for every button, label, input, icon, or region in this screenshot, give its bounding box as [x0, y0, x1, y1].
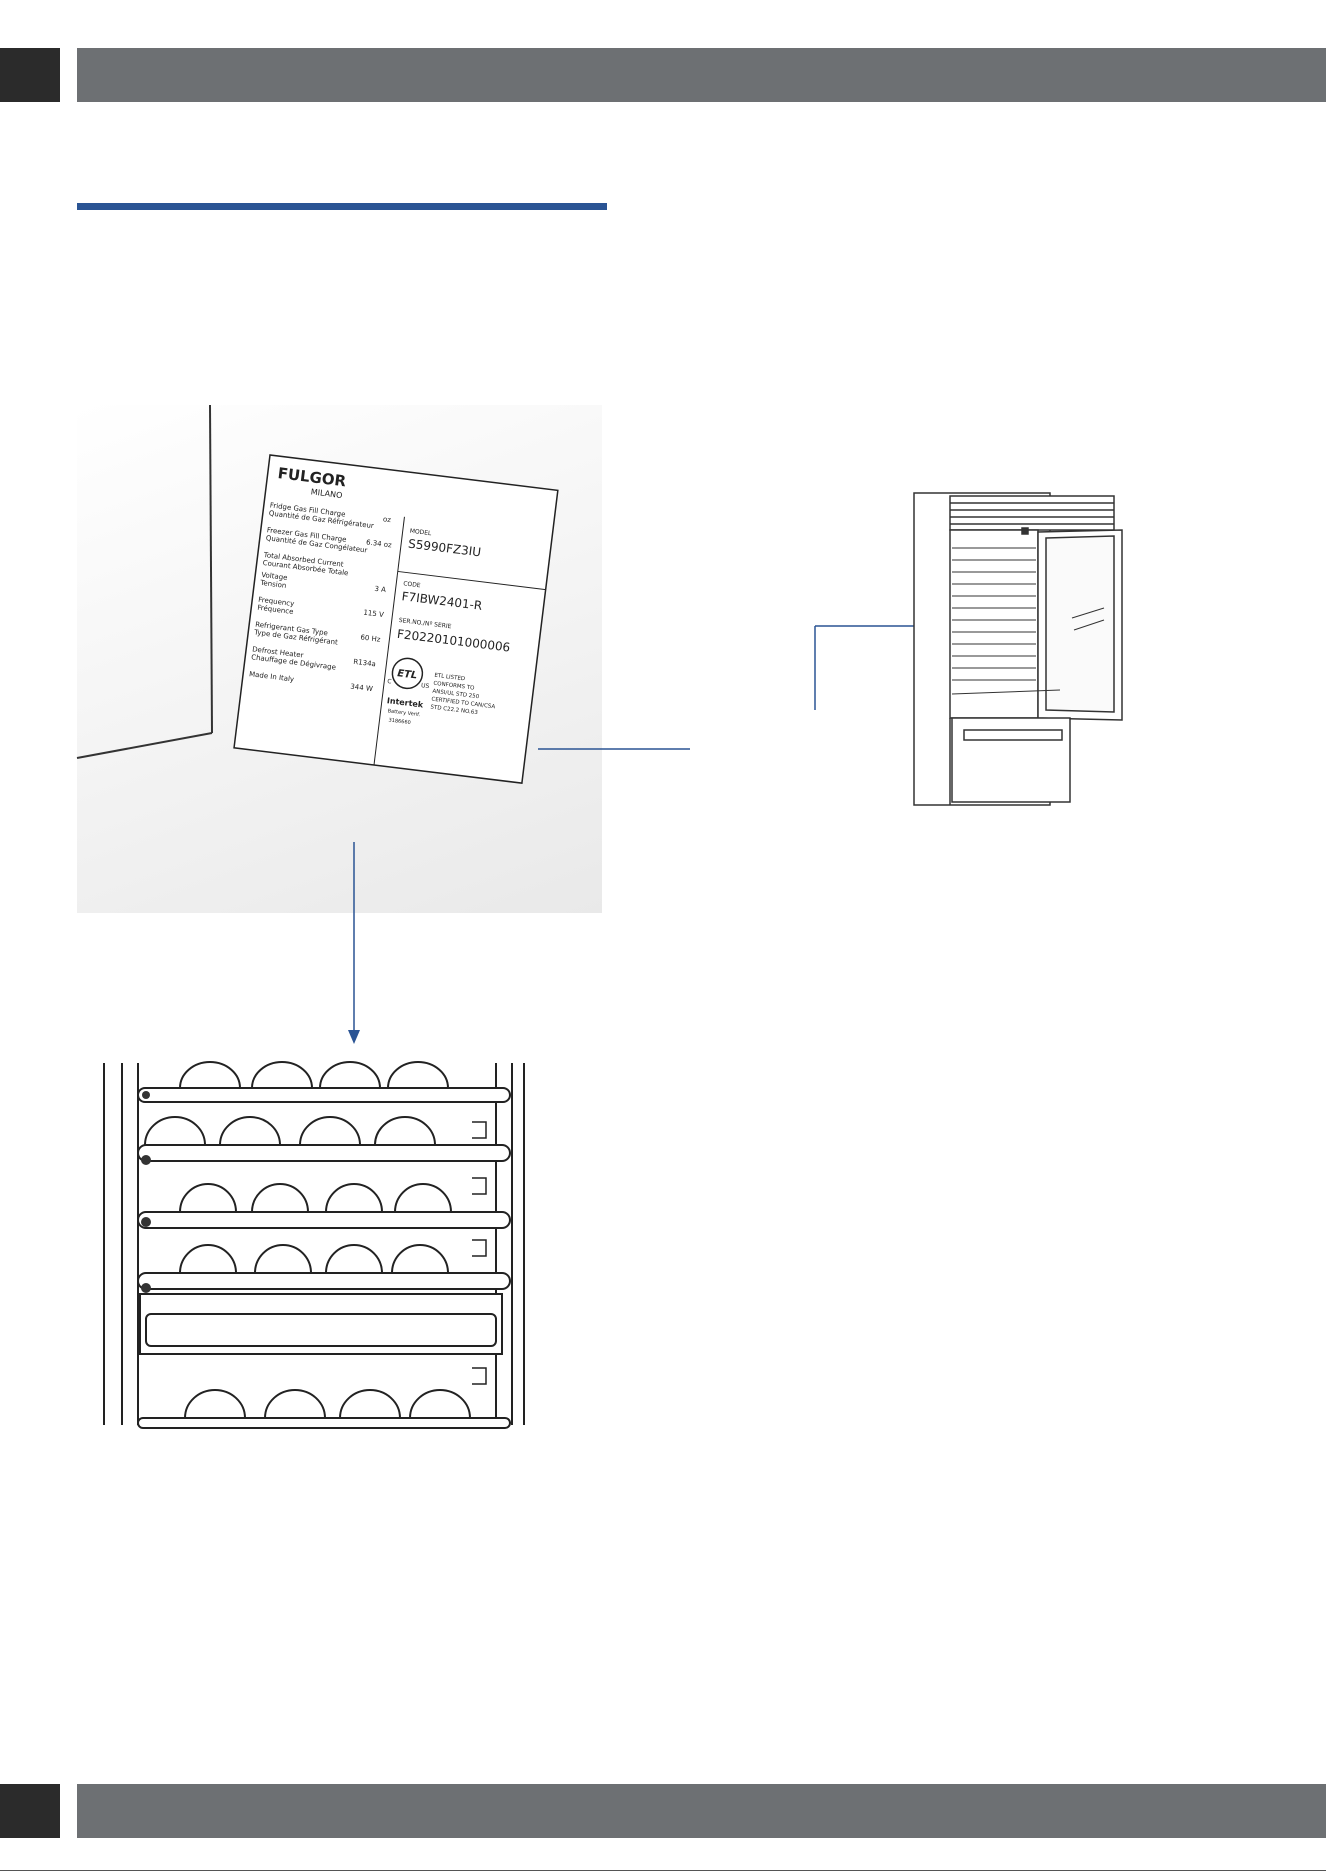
- footer-corner-block: [0, 1784, 60, 1838]
- label-row-en: Voltage: [261, 571, 288, 582]
- label-row-fr: Tension: [259, 579, 287, 590]
- rating-label: FULGOR MILANO Fridge Gas Fill Charge Qua…: [233, 454, 559, 784]
- header-corner-block: [0, 48, 60, 102]
- intertek-number: 3186660: [388, 717, 411, 726]
- page-bottom-rule: [0, 1870, 1326, 1871]
- fridge-shelves: [951, 547, 1061, 695]
- label-row-value: 344 W: [350, 683, 373, 694]
- etl-line: STD C22.2 NO.63: [430, 704, 479, 716]
- label-row-value: 115 V: [363, 609, 384, 619]
- model-caption: MODEL: [409, 528, 432, 538]
- etl-mark: ETL: [397, 668, 418, 681]
- etl-line: ETL LISTED: [434, 673, 465, 683]
- wine-fridge-drawing: [913, 492, 1123, 806]
- label-row-value: 6.34 oz: [366, 538, 393, 549]
- label-row-value: R134a: [353, 658, 376, 669]
- etl-us-mark: US: [421, 682, 430, 690]
- etl-line: CONFORMS TO: [433, 681, 475, 692]
- label-brand-sub: MILANO: [310, 487, 343, 500]
- etl-line: ANSI/UL STD 250: [432, 689, 480, 701]
- etl-logo: ETL C US Intertek Battery Verif. 3186660: [386, 657, 430, 726]
- intertek-logo: Intertek: [386, 696, 424, 709]
- code-caption: CODE: [403, 580, 421, 589]
- label-row-value: 60 Hz: [360, 633, 381, 643]
- wall-corner-drawing: [76, 404, 213, 759]
- header-bar: [77, 48, 1326, 102]
- label-row-value: oz: [383, 515, 392, 524]
- label-row-value: 3 A: [374, 585, 387, 594]
- down-arrow: [348, 842, 360, 1044]
- section-title-rule: [77, 203, 607, 210]
- intertek-sub: Battery Verif.: [387, 708, 421, 718]
- etl-c-mark: C: [387, 678, 392, 685]
- footer-bar: [77, 1784, 1326, 1838]
- shelf-detail-drawing: [103, 1061, 525, 1429]
